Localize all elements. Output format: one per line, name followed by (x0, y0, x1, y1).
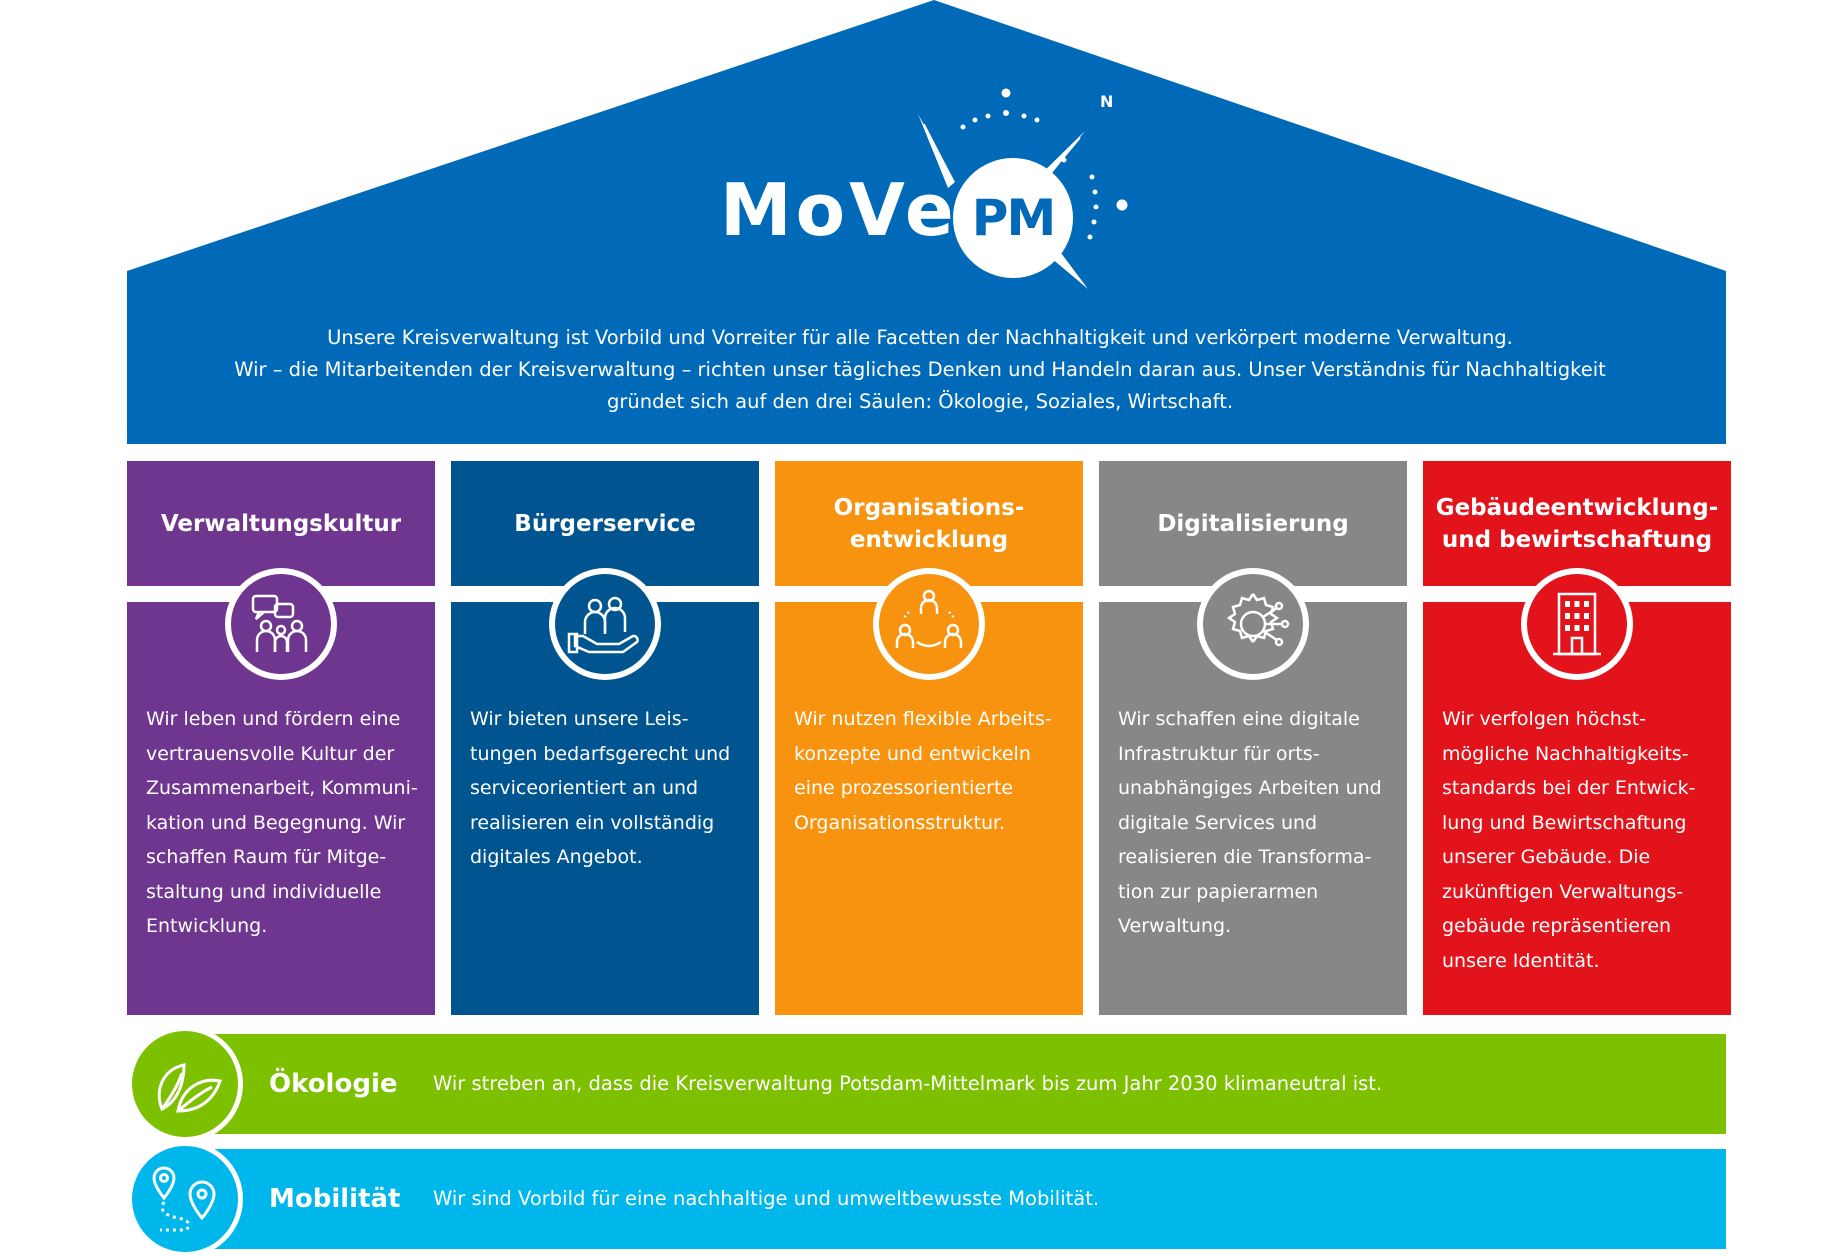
pillar-text: Wir bieten unsere Leis-tungen bedarfsger… (470, 708, 731, 868)
pillar-header: Bürgerservice (451, 461, 759, 586)
building-icon (1521, 568, 1633, 680)
pillar-title: Digitalisierung (1157, 510, 1349, 537)
pillar-header: Verwaltungskultur (127, 461, 435, 586)
pillar-verwaltungskultur: Verwaltungskultur Wir leben und fördern … (127, 461, 435, 1015)
pillar-body: Wir leben und fördern eine vertrauensvol… (127, 602, 435, 1015)
pillar-gebaeudeentwicklung: Gebäudeentwicklung- und bewirtschaftung … (1423, 461, 1731, 1015)
pillar-title: Bürgerservice (514, 510, 696, 537)
intro-text: Unsere Kreisverwaltung ist Vorbild und V… (170, 322, 1670, 418)
compass-north-label: N (1100, 92, 1114, 111)
people-hand-icon (549, 568, 661, 680)
band-title: Ökologie (269, 1069, 398, 1099)
map-pin-route-icon (127, 1141, 243, 1257)
logo-wordmark: MoVe (720, 168, 958, 252)
pillar-header: Organisations- entwicklung (775, 461, 1083, 586)
intro-line-2: Wir – die Mitarbeitenden der Kreisverwal… (234, 358, 1606, 381)
compass-decoration (918, 88, 1128, 289)
intro-line-1: Unsere Kreisverwaltung ist Vorbild und V… (327, 326, 1513, 349)
band-mobilitaet: Mobilität Wir sind Vorbild für eine nach… (127, 1141, 1726, 1257)
leaf-icon (127, 1026, 243, 1142)
band-oekologie: Ökologie Wir streben an, dass die Kreisv… (127, 1026, 1726, 1142)
pillar-text: Wir schaffen eine digitale Infrastruktur… (1118, 708, 1382, 937)
people-speech-icon (225, 568, 337, 680)
pillar-buergerservice: Bürgerservice Wir bieten unsere Leis-tun… (451, 461, 759, 1015)
intro-line-3: gründet sich auf den drei Säulen: Ökolog… (606, 390, 1234, 413)
pillar-title: Verwaltungskultur (160, 510, 402, 537)
team-network-icon (873, 568, 985, 680)
pillar-title: Organisations- entwicklung (833, 494, 1025, 553)
pillar-header: Digitalisierung (1099, 461, 1407, 586)
pillar-text: Wir leben und fördern eine vertrauensvol… (146, 708, 418, 937)
band-title: Mobilität (269, 1184, 401, 1214)
band-text: Wir streben an, dass die Kreisverwaltung… (433, 1072, 1383, 1095)
pillar-digitalisierung: Digitalisierung Wir schaffen eine digita… (1099, 461, 1407, 1015)
pillar-header: Gebäudeentwicklung- und bewirtschaftung (1423, 461, 1731, 586)
band-text: Wir sind Vorbild für eine nachhaltige un… (433, 1187, 1100, 1210)
logo-pm-badge: PM (953, 158, 1073, 278)
band-bar (207, 1149, 1726, 1249)
pillar-organisationsentwicklung: Organisations- entwicklung Wir nutzen fl… (775, 461, 1083, 1015)
band-bar (207, 1034, 1726, 1134)
digital-gear-icon (1197, 568, 1309, 680)
pillar-text: Wir nutzen flexible Arbeits-konzepte und… (794, 708, 1052, 834)
pillar-text: Wir verfolgen höchst-mögliche Nachhaltig… (1442, 708, 1696, 972)
pillar-title: Gebäudeentwicklung- und bewirtschaftung (1435, 494, 1719, 553)
